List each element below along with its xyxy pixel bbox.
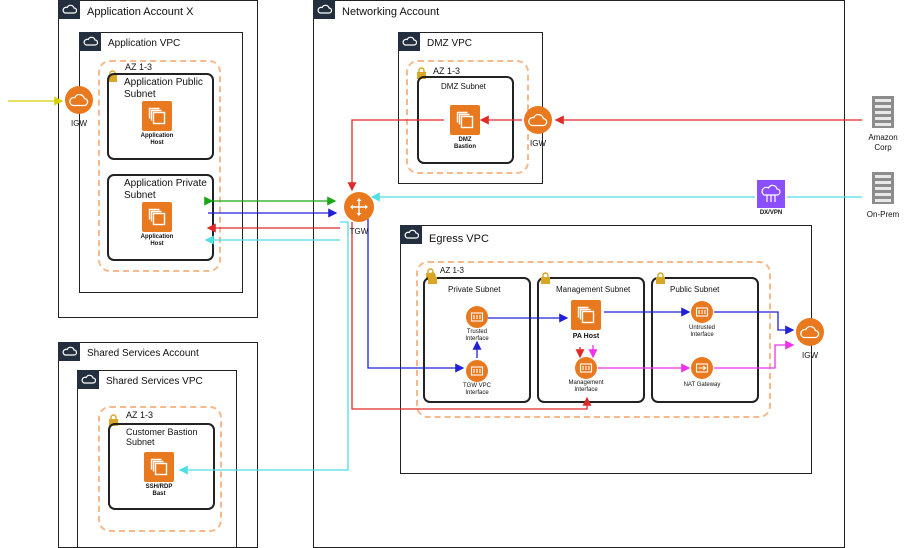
subnet-label: Customer Bastion Subnet xyxy=(126,427,198,448)
untrusted-interface-label: Untrusted Interface xyxy=(688,325,716,339)
ssh-rdp-bast-label: SSH/RDP Bast xyxy=(145,484,173,498)
application-vpc: Application VPC xyxy=(79,32,243,293)
network-interface-icon[interactable] xyxy=(466,306,488,328)
igw-label: IGW xyxy=(802,351,818,360)
subnet-label: Management Subnet xyxy=(556,285,631,294)
cloud-icon xyxy=(79,32,101,51)
direct-connect-vpn-icon[interactable] xyxy=(757,180,785,208)
corporate-data-center-icon xyxy=(872,172,894,204)
az-label: AZ 1-3 xyxy=(126,410,154,420)
cloud-icon xyxy=(400,225,422,244)
cloud-icon xyxy=(313,0,335,19)
ec2-instance-icon[interactable] xyxy=(142,101,172,131)
account-title: Application Account X xyxy=(87,6,194,18)
ec2-instance-icon[interactable] xyxy=(450,105,480,135)
lock-icon xyxy=(428,272,437,284)
account-title: Networking Account xyxy=(342,6,440,18)
subnet-label: Application Private Subnet xyxy=(124,178,207,201)
account-title: Shared Services Account xyxy=(87,348,199,359)
tgw-label: TGW xyxy=(349,227,369,236)
transit-gateway-icon[interactable] xyxy=(344,192,374,222)
corporate-data-center-icon xyxy=(872,96,894,128)
network-interface-icon[interactable] xyxy=(575,357,597,379)
igw-label: IGW xyxy=(71,119,87,128)
app-host-private-label: Application Host xyxy=(140,234,174,248)
subnet-label: Private Subnet xyxy=(448,285,501,294)
internet-gateway-icon xyxy=(524,106,552,134)
lock-icon xyxy=(109,414,118,426)
internet-gateway-icon xyxy=(65,86,93,114)
subnet-label: Application Public Subnet xyxy=(124,77,203,100)
ec2-instance-icon[interactable] xyxy=(142,202,172,232)
lock-icon xyxy=(541,272,550,284)
az-label: AZ 1-3 xyxy=(440,266,465,275)
tgw-vpc-interface-label: TGW VPC Interface xyxy=(463,383,491,397)
vpc-title: Application VPC xyxy=(108,38,181,49)
amazon-corp-label: Amazon Corp xyxy=(868,133,898,152)
nat-gateway-label: NAT Gateway xyxy=(683,382,721,388)
internet-gateway-icon xyxy=(796,318,824,346)
vpc-title: DMZ VPC xyxy=(427,38,472,49)
trusted-interface-label: Trusted Interface xyxy=(465,329,489,343)
nat-gateway-icon[interactable] xyxy=(691,357,713,379)
app-public-subnet xyxy=(107,73,214,160)
app-host-public-label: Application Host xyxy=(140,133,174,147)
vpc-title: Egress VPC xyxy=(429,233,489,245)
subnet-label: Public Subnet xyxy=(670,285,720,294)
ec2-instance-icon[interactable] xyxy=(571,300,601,330)
az-label: AZ 1-3 xyxy=(125,62,153,72)
lock-icon xyxy=(417,67,426,79)
cloud-icon xyxy=(398,32,420,51)
cloud-icon xyxy=(77,370,99,389)
application-account: Application Account X xyxy=(58,0,258,318)
availability-zone xyxy=(98,60,221,272)
network-interface-icon[interactable] xyxy=(466,360,488,382)
igw-label: IGW xyxy=(530,139,546,148)
dmz-bastion-label: DMZ Bastion xyxy=(453,137,477,151)
egress-public-subnet xyxy=(651,277,759,403)
cloud-icon xyxy=(58,0,80,19)
pa-host-label: PA Host xyxy=(572,333,600,340)
subnet-label: DMZ Subnet xyxy=(441,82,486,91)
app-private-subnet xyxy=(107,174,214,261)
management-interface-label: Management Interface xyxy=(568,380,604,394)
vpc-title: Shared Services VPC xyxy=(106,376,203,387)
dxvpn-label: DX/VPN xyxy=(759,210,783,216)
ec2-instance-icon[interactable] xyxy=(144,452,174,482)
cloud-icon xyxy=(58,342,80,361)
on-prem-label: On-Prem xyxy=(866,210,900,219)
network-interface-icon[interactable] xyxy=(691,301,713,323)
az-label: AZ 1-3 xyxy=(433,66,461,76)
lock-icon xyxy=(656,272,665,284)
